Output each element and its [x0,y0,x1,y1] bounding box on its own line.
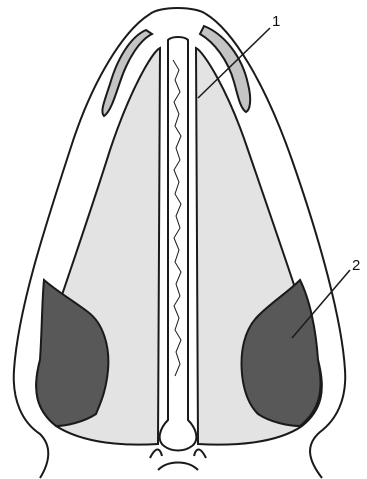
columella-base [150,450,206,471]
callout-2: 2 [352,257,360,274]
nasal-septum [160,37,197,451]
callout-1: 1 [272,13,280,30]
